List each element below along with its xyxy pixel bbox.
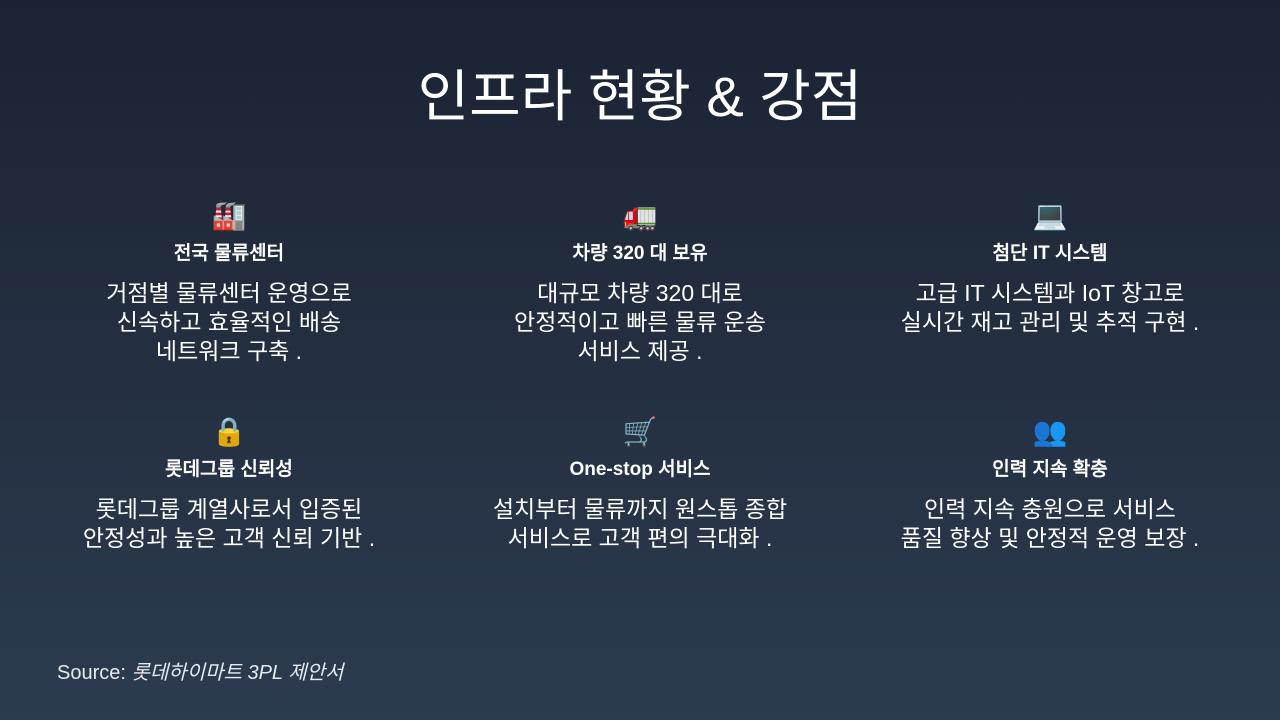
card-heading: 롯데그룹 신뢰성 (165, 459, 293, 480)
source-text: 롯데하이마트 3PL 제안서 (131, 662, 344, 684)
card-it-system: 💻 첨단 IT 시스템 고급 IT 시스템과 IoT 창고로 실시간 재고 관리… (850, 198, 1250, 337)
lock-icon: 🔒 (211, 416, 247, 447)
card-description: 고급 IT 시스템과 IoT 창고로 실시간 재고 관리 및 추적 구현 . (900, 280, 1200, 335)
source-label: Source: (57, 662, 126, 684)
card-heading: 인력 지속 확충 (992, 459, 1108, 480)
factory-icon: 🏭 (211, 200, 247, 231)
card-heading: 차량 320 대 보유 (572, 243, 708, 264)
truck-icon: 🚛 (622, 200, 658, 231)
card-workforce: 👥 인력 지속 확충 인력 지속 충원으로 서비스 품질 향상 및 안정적 운영… (850, 414, 1250, 553)
people-icon: 👥 (1032, 416, 1068, 447)
card-heading: 첨단 IT 시스템 (992, 243, 1108, 264)
laptop-icon: 💻 (1032, 200, 1068, 231)
card-description: 거점별 물류센터 운영으로 신속하고 효율적인 배송 네트워크 구축 . (106, 280, 352, 364)
card-description: 설치부터 물류까지 원스톱 종합 서비스로 고객 편의 극대화 . (492, 496, 788, 551)
card-heading: 전국 물류센터 (173, 243, 285, 264)
card-vehicles: 🚛 차량 320 대 보유 대규모 차량 320 대로 안정적이고 빠른 물류 … (440, 198, 840, 366)
page-title: 인프라 현황 & 강점 (417, 65, 863, 128)
card-description: 인력 지속 충원으로 서비스 품질 향상 및 안정적 운영 보장 . (900, 496, 1200, 551)
card-description: 대규모 차량 320 대로 안정적이고 빠른 물류 운송 서비스 제공 . (514, 280, 766, 364)
card-description: 롯데그룹 계열사로서 입증된 안정성과 높은 고객 신뢰 기반 . (82, 496, 376, 551)
card-heading: One-stop 서비스 (569, 459, 711, 480)
cart-icon: 🛒 (622, 416, 658, 447)
source-note: Source: 롯데하이마트 3PL 제안서 (57, 656, 343, 685)
card-one-stop: 🛒 One-stop 서비스 설치부터 물류까지 원스톱 종합 서비스로 고객 … (440, 414, 840, 553)
card-lotte-trust: 🔒 롯데그룹 신뢰성 롯데그룹 계열사로서 입증된 안정성과 높은 고객 신뢰 … (29, 414, 429, 553)
card-logistics-centers: 🏭 전국 물류센터 거점별 물류센터 운영으로 신속하고 효율적인 배송 네트워… (29, 198, 429, 366)
